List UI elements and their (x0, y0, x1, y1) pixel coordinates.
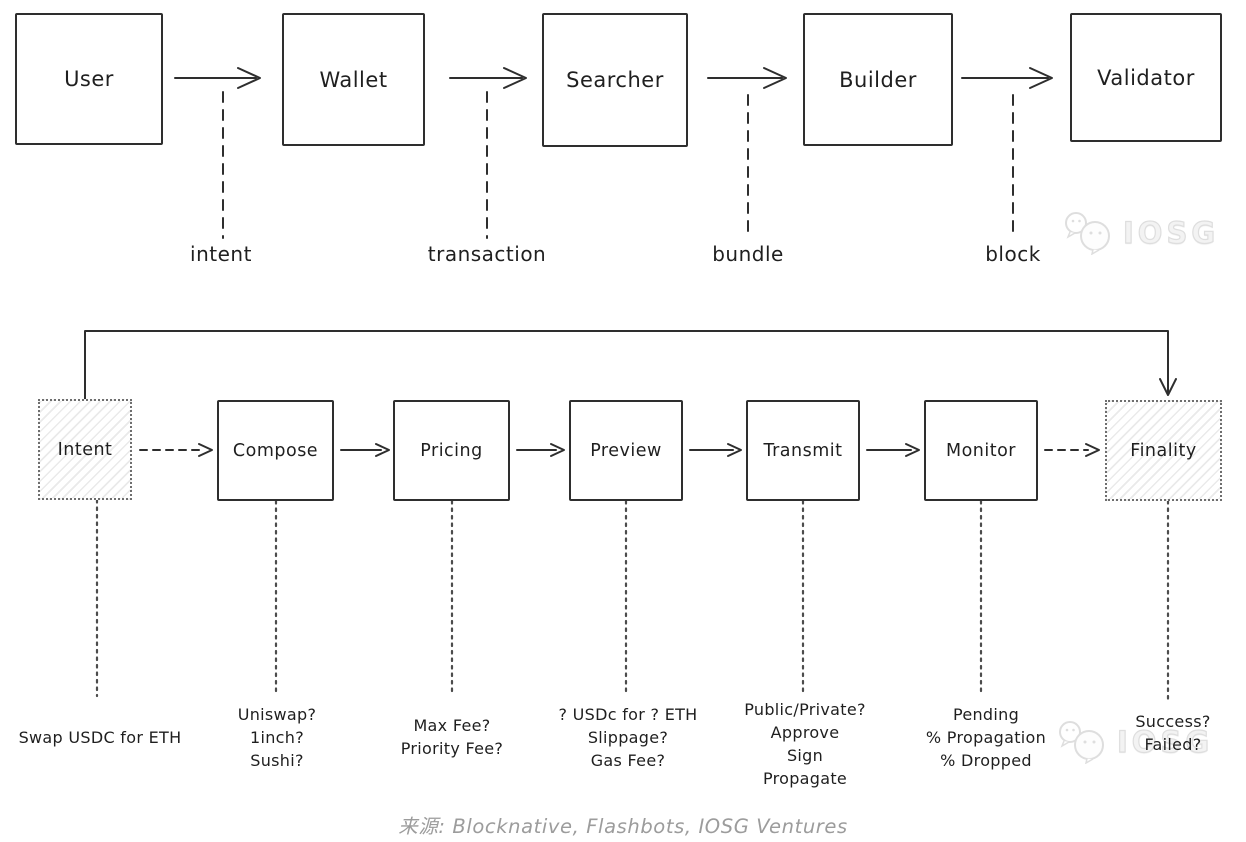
iosg-chat-bubbles-icon (1065, 212, 1110, 255)
annotation-intent: Swap USDC for ETH (0, 726, 220, 749)
node-monitor: Monitor (924, 400, 1038, 501)
arrow-wallet-to-searcher (449, 67, 527, 89)
iosg-chat-bubbles-icon (1059, 721, 1104, 764)
iosg-watermark-top: IOSG (1062, 211, 1219, 255)
annotation-line: Swap USDC for ETH (18, 728, 182, 747)
node-compose-label: Compose (232, 440, 319, 461)
annotation-line: ? USDc for ? ETH (558, 705, 698, 724)
iosg-watermark-text: IOSG (1122, 215, 1220, 250)
node-builder-label: Builder (839, 67, 917, 92)
edge-label-bundle: bundle (712, 242, 784, 266)
node-intent-label: Intent (57, 439, 113, 460)
node-searcher-label: Searcher (566, 68, 664, 92)
annotation-line: Sushi? (250, 751, 304, 770)
annotation-line: Uniswap? (237, 705, 317, 724)
edge-label-intent: intent (190, 242, 252, 266)
node-transmit: Transmit (746, 400, 860, 501)
arrow-pricing-to-preview (516, 443, 565, 457)
annotation-line: Approve (770, 723, 840, 742)
arrow-monitor-to-finality (1044, 443, 1100, 457)
node-finality-label: Finality (1130, 440, 1197, 461)
annotation-line: Sign (786, 746, 824, 765)
node-user: User (15, 13, 163, 145)
annotation-line: Failed? (1144, 735, 1202, 754)
node-preview-label: Preview (590, 440, 662, 461)
annotation-compose: Uniswap? 1inch? Sushi? (157, 703, 397, 772)
annotation-line: Gas Fee? (590, 751, 666, 770)
node-compose: Compose (217, 400, 334, 501)
node-wallet-label: Wallet (319, 67, 388, 92)
annotation-line: Priority Fee? (400, 739, 504, 758)
node-wallet: Wallet (282, 13, 425, 146)
annotation-pricing: Max Fee? Priority Fee? (332, 714, 572, 760)
annotation-line: Success? (1135, 712, 1211, 731)
node-pricing-label: Pricing (420, 440, 483, 461)
node-builder: Builder (803, 13, 953, 146)
node-finality: Finality (1105, 400, 1222, 501)
iosg-watermark-text: IOSG (1116, 724, 1214, 759)
annotation-line: % Propagation (925, 728, 1047, 747)
arrow-searcher-to-builder (707, 67, 787, 89)
annotation-line: Public/Private? (744, 700, 866, 719)
arrow-preview-to-transmit (689, 443, 742, 457)
node-monitor-label: Monitor (945, 440, 1017, 461)
annotation-line: % Dropped (940, 751, 1032, 770)
annotation-finality: Success? Failed? (1053, 710, 1246, 756)
node-preview: Preview (569, 400, 683, 501)
edge-label-block: block (985, 242, 1041, 266)
node-transmit-label: Transmit (763, 440, 843, 461)
node-pricing: Pricing (393, 400, 510, 501)
arrow-builder-to-validator (961, 67, 1053, 89)
edge-label-transaction: transaction (427, 242, 547, 266)
annotation-monitor: Pending % Propagation % Dropped (866, 703, 1106, 772)
annotation-transmit: Public/Private? Approve Sign Propagate (685, 698, 925, 790)
annotation-line: Max Fee? (413, 716, 491, 735)
arrow-intent-to-compose (139, 443, 213, 457)
annotation-line: Propagate (762, 769, 848, 788)
feedback-line-intent-to-finality (84, 330, 1177, 400)
annotation-line: 1inch? (250, 728, 304, 747)
annotation-line: Pending (952, 705, 1020, 724)
node-validator: Validator (1070, 13, 1222, 142)
node-user-label: User (64, 67, 114, 91)
arrow-user-to-wallet (174, 67, 261, 89)
node-intent: Intent (38, 399, 132, 500)
annotation-line: Slippage? (587, 728, 669, 747)
node-searcher: Searcher (542, 13, 688, 147)
annotation-preview: ? USDc for ? ETH Slippage? Gas Fee? (508, 703, 748, 772)
arrow-compose-to-pricing (340, 443, 390, 457)
iosg-watermark-bottom: IOSG (1056, 720, 1213, 764)
node-validator-label: Validator (1097, 65, 1195, 90)
source-caption: 来源: Blocknative, Flashbots, IOSG Venture… (398, 815, 848, 838)
arrow-transmit-to-monitor (866, 443, 920, 457)
